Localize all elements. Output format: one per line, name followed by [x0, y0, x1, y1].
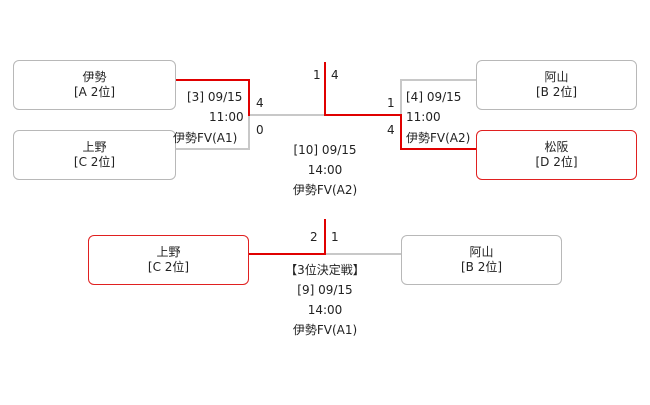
team-box-matsusaka[interactable]: 松阪 [D 2位]: [476, 130, 637, 180]
final-score-right: 4: [331, 68, 339, 82]
match4-id: [4] 09/15: [406, 90, 462, 104]
final-time: 14:00: [307, 163, 343, 177]
team-name: 阿山: [544, 70, 569, 84]
bracket-line-third-place-left: [249, 253, 325, 255]
team-name: 松阪: [544, 140, 569, 154]
team-box-ise[interactable]: 伊勢 [A 2位]: [13, 60, 176, 110]
team-box-ayama-top[interactable]: 阿山 [B 2位]: [476, 60, 637, 110]
bracket-line-ayama-out: [400, 79, 476, 81]
third-place-title: 【3位決定戦】: [285, 263, 365, 277]
match3-venue: 伊勢FV(A1): [173, 131, 238, 145]
bracket-line-m4-vertical-bottom: [400, 114, 402, 150]
team-seed: [A 2位]: [73, 85, 116, 99]
team-seed: [C 2位]: [147, 260, 190, 274]
third-place-id: [9] 09/15: [297, 283, 353, 297]
team-box-ueno-top[interactable]: 上野 [C 2位]: [13, 130, 176, 180]
team-seed: [C 2位]: [73, 155, 116, 169]
bracket-line-m3-vertical-top: [248, 79, 250, 116]
match4-score-bottom: 4: [387, 123, 395, 137]
match4-time: 11:00: [406, 110, 441, 124]
team-name: 上野: [82, 140, 107, 154]
bracket-line-m3-to-final: [250, 114, 325, 116]
team-seed: [B 2位]: [460, 260, 503, 274]
final-venue: 伊勢FV(A2): [292, 183, 358, 197]
match3-id: [3] 09/15: [187, 90, 243, 104]
third-place-score-left: 2: [310, 230, 318, 244]
third-place-match-info: 【3位決定戦】 [9] 09/15 14:00 伊勢FV(A1): [255, 260, 395, 340]
bracket-line-m3-vertical-bottom: [248, 116, 250, 149]
third-place-venue: 伊勢FV(A1): [292, 323, 358, 337]
team-name: 阿山: [469, 245, 494, 259]
bracket-line-final-stem: [324, 62, 326, 116]
team-name: 上野: [156, 245, 181, 259]
bracket-line-ise-out: [176, 79, 250, 81]
match4-score-top: 1: [387, 96, 395, 110]
third-place-time: 14:00: [307, 303, 343, 317]
bracket-line-third-place-right: [325, 253, 401, 255]
bracket-line-ueno-out: [176, 148, 250, 150]
match4-venue: 伊勢FV(A2): [406, 131, 471, 145]
team-box-ueno-bottom[interactable]: 上野 [C 2位]: [88, 235, 249, 285]
final-id: [10] 09/15: [293, 143, 357, 157]
bracket-line-third-place-stem: [324, 219, 326, 255]
team-seed: [B 2位]: [535, 85, 578, 99]
bracket-line-m4-to-final: [324, 114, 402, 116]
bracket-line-m4-vertical-top: [400, 79, 402, 116]
match3-score-top: 4: [256, 96, 264, 110]
final-score-left: 1: [313, 68, 321, 82]
match3-score-bottom: 0: [256, 123, 264, 137]
bracket-line-matsusaka-out: [400, 148, 476, 150]
team-name: 伊勢: [82, 70, 107, 84]
team-box-ayama-bottom[interactable]: 阿山 [B 2位]: [401, 235, 562, 285]
final-match-info: [10] 09/15 14:00 伊勢FV(A2): [265, 140, 385, 200]
third-place-score-right: 1: [331, 230, 339, 244]
team-seed: [D 2位]: [535, 155, 578, 169]
match3-time: 11:00: [209, 110, 244, 124]
